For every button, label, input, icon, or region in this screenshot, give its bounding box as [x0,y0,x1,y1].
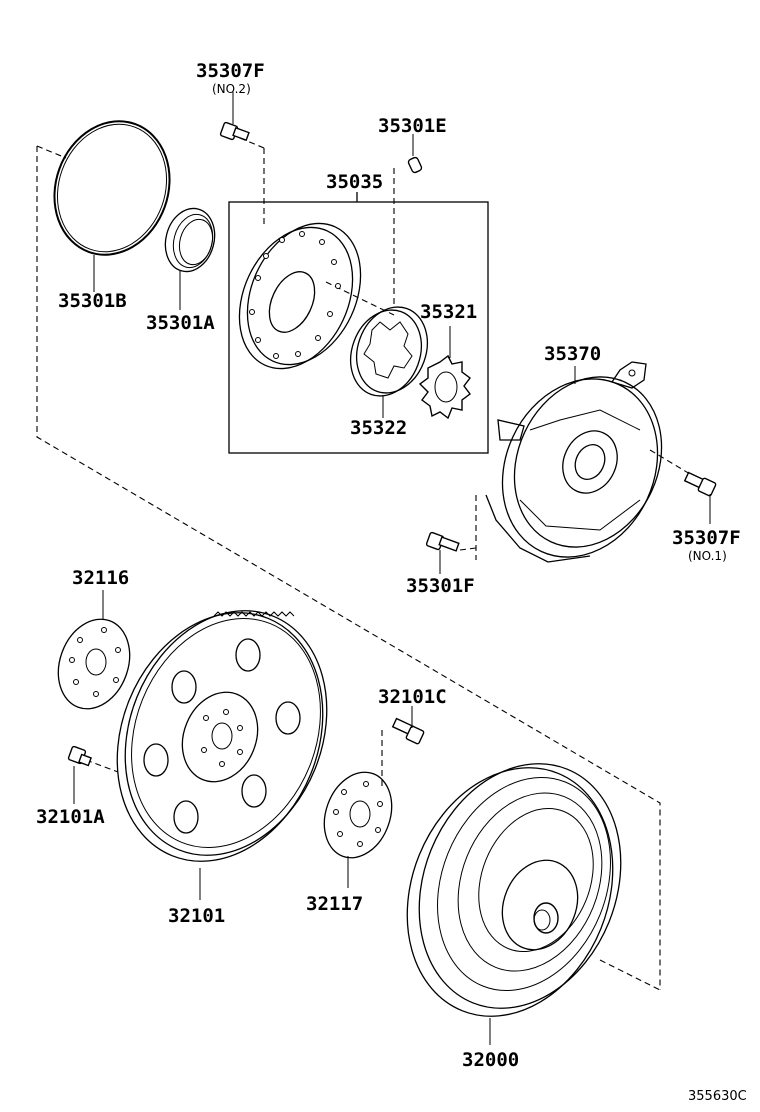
drive-gear-icon [418,326,471,420]
label-35307F-no1-sub: (NO.1) [688,549,727,563]
bolt-no1-icon [683,471,717,524]
bolt-35301f-icon [425,531,460,574]
o-ring-icon [53,120,171,292]
label-32101A: 32101A [36,806,105,828]
label-35321: 35321 [420,301,477,323]
bolt-32101c-icon [391,706,425,745]
driven-gear-icon [350,306,428,418]
drive-plate-icon [116,610,328,900]
part-labels: 35307F (NO.2) 35301E 35035 35301B 35301A… [36,60,747,1104]
stator-shaft-icon [485,361,663,563]
spacer-32116-icon [57,590,131,710]
bolt-no2-icon [219,92,250,142]
oil-seal-icon [164,207,216,310]
label-32000: 32000 [462,1049,519,1071]
label-32101C: 32101C [378,686,447,708]
label-35370: 35370 [544,343,601,365]
pin-icon [407,134,423,174]
label-32117: 32117 [306,893,363,915]
label-35301F: 35301F [406,575,475,597]
label-35301B: 35301B [58,290,127,312]
label-35307F-no2-sub: (NO.2) [212,82,251,96]
pump-body-icon [238,222,362,370]
label-35307F-no1: 35307F [672,527,741,549]
assembly-phantom-lines [36,137,701,991]
label-35301E: 35301E [378,115,447,137]
label-35301A: 35301A [146,312,215,334]
label-35322: 35322 [350,417,407,439]
oil-pump-group-box [228,192,489,454]
torque-converter-icon [406,763,622,1045]
bolt-32101a-icon [67,745,92,804]
spacer-32117-icon [323,771,393,888]
label-32116: 32116 [72,567,129,589]
figure-reference: 355630C [688,1089,747,1104]
label-32101: 32101 [168,905,225,927]
label-35307F-no2: 35307F [196,60,265,82]
label-35035: 35035 [326,171,383,193]
